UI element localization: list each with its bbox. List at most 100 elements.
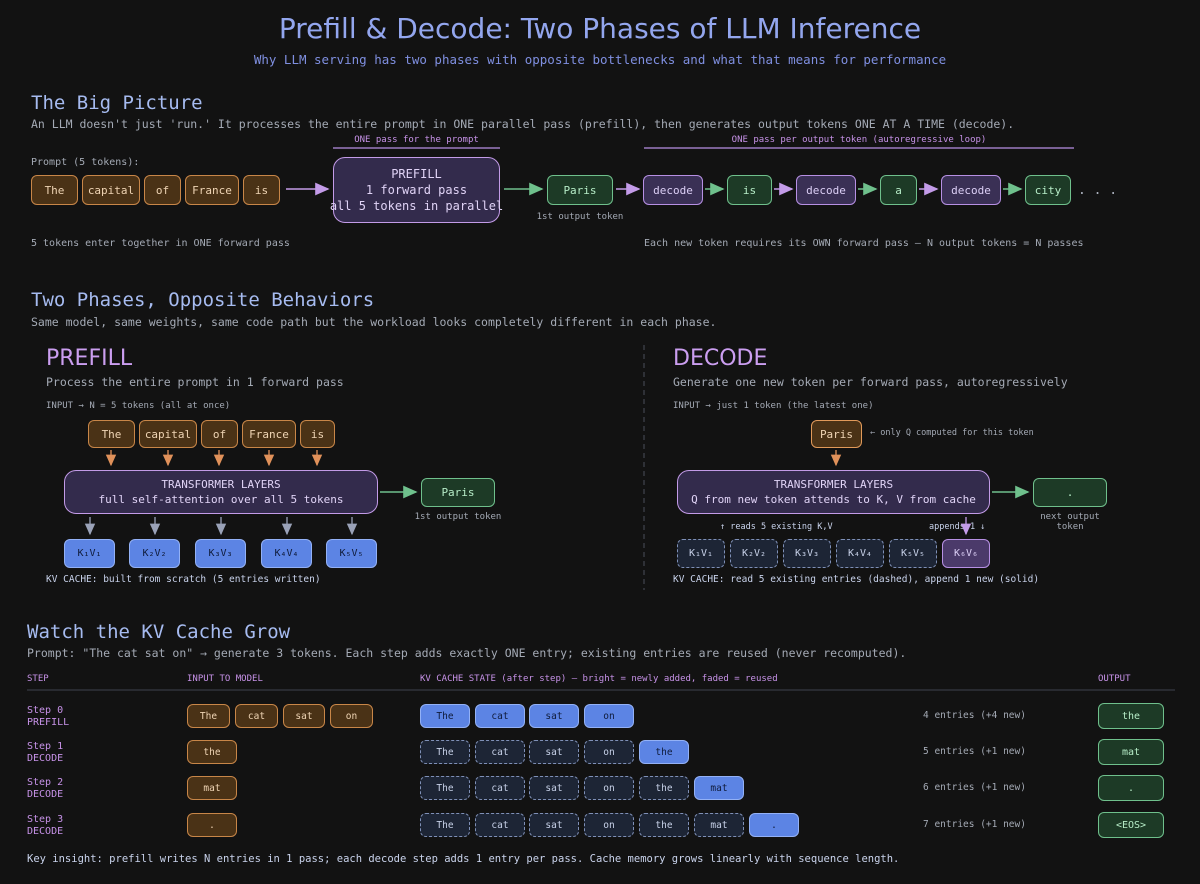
kv-reused: cat (475, 740, 525, 764)
kv-reused: cat (475, 776, 525, 800)
first-output-token: Paris (547, 175, 613, 205)
kv-added: . (749, 813, 799, 837)
generated-token: city (1025, 175, 1071, 205)
prefill-input-token: of (201, 420, 238, 448)
prefill-kv-entry: K₂V₂ (129, 539, 180, 568)
kv-added: The (420, 704, 470, 728)
prefill-box-line: all 5 tokens in parallel (329, 199, 504, 213)
decode-kv-existing: K₅V₅ (889, 539, 937, 568)
decode-output-caption: next output token (1040, 512, 1100, 532)
kv-reused: cat (475, 813, 525, 837)
kv-added: the (639, 740, 689, 764)
big-picture-intro: An LLM doesn't just 'run.' It processes … (31, 117, 1015, 131)
decode-step: decode (941, 175, 1001, 205)
kv-reused: on (584, 740, 634, 764)
entry-count: 7 entries (+1 new) (923, 819, 1026, 830)
prefill-input-token: France (242, 420, 296, 448)
prefill-kv-entry: K₁V₁ (64, 539, 115, 568)
decode-kv-existing: K₃V₃ (783, 539, 831, 568)
prefill-input-token: is (300, 420, 335, 448)
prefill-kv-entry: K₄V₄ (261, 539, 312, 568)
col-input: INPUT TO MODEL (187, 674, 263, 684)
prefill-cache-label: KV CACHE: built from scratch (5 entries … (46, 574, 321, 585)
generated-token: a (880, 175, 917, 205)
kv-reused: on (584, 813, 634, 837)
prefill-phase-desc: Process the entire prompt in 1 forward p… (46, 375, 344, 389)
prefill-transformer-layers: TRANSFORMER LAYERS full self-attention o… (64, 470, 378, 514)
prefill-layers-title: TRANSFORMER LAYERS (161, 478, 281, 491)
decode-kv-existing: K₂V₂ (730, 539, 778, 568)
kv-reused: The (420, 813, 470, 837)
prompt-token: The (31, 175, 78, 205)
prefill-output-token: Paris (421, 478, 495, 507)
decode-kv-new: K₆V₆ (942, 539, 990, 568)
step-input-token: on (330, 704, 373, 728)
prefill-layers-desc: full self-attention over all 5 tokens (98, 493, 344, 506)
kv-added: mat (694, 776, 744, 800)
col-output: OUTPUT (1098, 674, 1131, 684)
two-phases-heading: Two Phases, Opposite Behaviors (31, 289, 375, 311)
big-picture-heading: The Big Picture (31, 92, 203, 114)
decode-kv-existing: K₄V₄ (836, 539, 884, 568)
prompt-token: France (185, 175, 239, 205)
prefill-input-token: The (88, 420, 135, 448)
page-subtitle: Why LLM serving has two phases with oppo… (253, 52, 947, 67)
decode-transformer-layers: TRANSFORMER LAYERS Q from new token atte… (677, 470, 990, 514)
ellipsis: . . . (1078, 183, 1118, 198)
step-input-token: the (187, 740, 237, 764)
step-output: <EOS> (1098, 812, 1164, 838)
kv-added: on (584, 704, 634, 728)
prompt-token: capital (82, 175, 140, 205)
kv-grow-heading: Watch the KV Cache Grow (27, 621, 291, 643)
kv-grow-intro: Prompt: "The cat sat on" → generate 3 to… (27, 646, 907, 660)
kv-added: cat (475, 704, 525, 728)
prefill-output-caption: 1st output token (414, 512, 502, 522)
step-output: mat (1098, 739, 1164, 765)
appends-note: appends 1 ↓ (929, 522, 986, 532)
decode-layers-desc: Q from new token attends to K, V from ca… (691, 493, 976, 506)
decode-layers-title: TRANSFORMER LAYERS (773, 478, 894, 491)
prefill-box-title: PREFILL (391, 167, 442, 181)
kv-reused: sat (529, 740, 579, 764)
reads-note: ↑ reads 5 existing K,V (720, 522, 833, 532)
prefill-input-label: INPUT → N = 5 tokens (all at once) (46, 401, 231, 411)
first-output-caption: 1st output token (536, 212, 624, 222)
step-input-token: sat (283, 704, 325, 728)
decode-cache-label: KV CACHE: read 5 existing entries (dashe… (673, 574, 1040, 585)
prefill-kv-entry: K₅V₅ (326, 539, 377, 568)
kv-reused: the (639, 776, 689, 800)
decode-input-label: INPUT → just 1 token (the latest one) (673, 401, 874, 411)
decode-phase-desc: Generate one new token per forward pass,… (673, 375, 1068, 389)
prefill-input-token: capital (139, 420, 197, 448)
step-input-token: cat (235, 704, 278, 728)
kv-reused: The (420, 776, 470, 800)
decode-step: decode (643, 175, 703, 205)
step-input-token: mat (187, 776, 237, 800)
kv-reused: sat (529, 813, 579, 837)
kv-reused: on (584, 776, 634, 800)
decode-phase-title: DECODE (673, 346, 768, 371)
step-output: the (1098, 703, 1164, 729)
entry-count: 6 entries (+1 new) (923, 782, 1026, 793)
two-phases-intro: Same model, same weights, same code path… (31, 315, 717, 329)
kv-reused: sat (529, 776, 579, 800)
key-insight: Key insight: prefill writes N entries in… (27, 853, 900, 865)
step-input-token: The (187, 704, 230, 728)
step-output: . (1098, 775, 1164, 801)
entry-count: 4 entries (+4 new) (923, 710, 1026, 721)
decode-step: decode (796, 175, 856, 205)
prefill-box: PREFILL 1 forward pass all 5 tokens in p… (329, 157, 504, 223)
decode-kv-existing: K₁V₁ (677, 539, 725, 568)
kv-reused: mat (694, 813, 744, 837)
page-title: Prefill & Decode: Two Phases of LLM Infe… (278, 12, 922, 45)
kv-added: sat (529, 704, 579, 728)
kv-reused: The (420, 740, 470, 764)
decode-bracket-label: ONE pass per output token (autoregressiv… (731, 135, 987, 145)
entry-count: 5 entries (+1 new) (923, 746, 1026, 757)
prefill-box-line: 1 forward pass (365, 183, 468, 197)
col-step: STEP (27, 674, 49, 684)
prompt-token: of (144, 175, 181, 205)
prompt-token: is (243, 175, 280, 205)
